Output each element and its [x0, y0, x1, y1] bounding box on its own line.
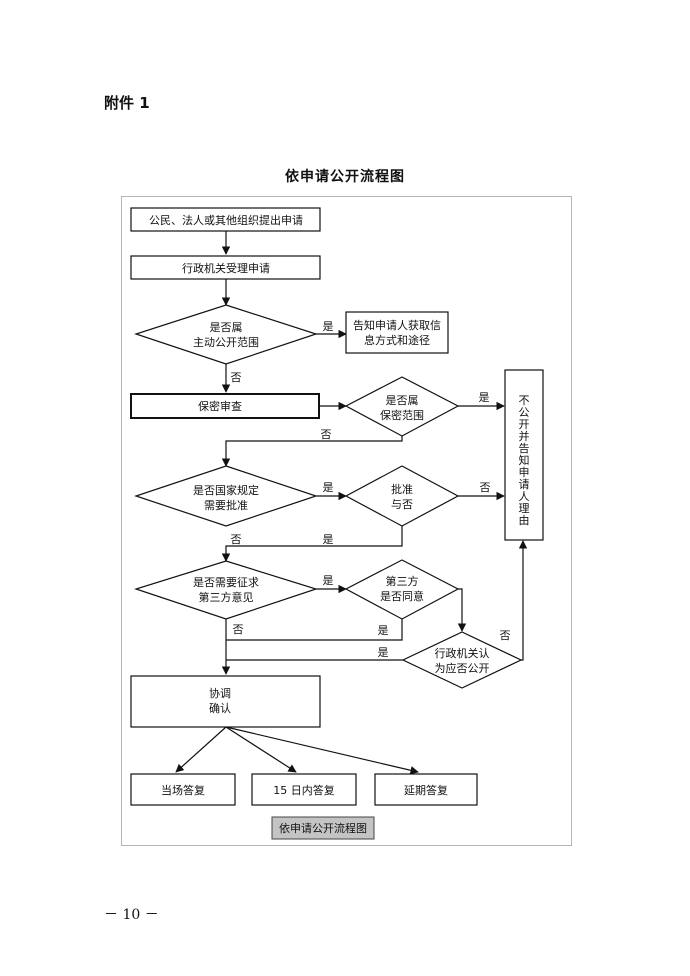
reply-15-text: 15 日内答复 — [273, 783, 335, 797]
accept-text: 行政机关受理申请 — [182, 261, 270, 275]
approve-decision — [344, 465, 460, 527]
connector — [518, 540, 528, 661]
caption-box — [271, 816, 375, 840]
inform-method-box — [345, 311, 449, 354]
agency-decide-decision — [401, 631, 523, 689]
reply-now-box — [130, 773, 236, 806]
agency-decide-text-2: 为应否公开 — [435, 661, 490, 675]
connector — [457, 588, 467, 632]
yes-label: 是 — [378, 646, 389, 659]
yes-label: 是 — [323, 320, 334, 333]
yes-label: 是 — [323, 533, 334, 546]
flowchart-title: 依申请公开流程图 — [285, 169, 405, 185]
coordinate-text-2: 确认 — [209, 702, 231, 715]
secrecy-scope-text-1: 是否属 — [386, 394, 419, 407]
reply-15-box — [251, 773, 357, 806]
attachment-label: 附件 1 — [104, 94, 150, 112]
third-party-decision — [134, 560, 318, 620]
connector — [225, 726, 297, 773]
no-label: 否 — [233, 623, 244, 636]
needs-approval-text-1: 是否国家规定 — [193, 483, 259, 497]
agency-decide-text-1: 行政机关认 — [435, 646, 490, 660]
needs-approval-text-2: 需要批准 — [204, 498, 248, 512]
third-party-text-1: 是否需要征求 — [193, 576, 259, 589]
secrecy-review-text: 保密审查 — [198, 399, 242, 413]
caption-text: 依申请公开流程图 — [279, 821, 367, 835]
connector — [175, 726, 227, 773]
proactive-text-2: 主动公开范围 — [193, 335, 259, 349]
yes-label: 是 — [323, 481, 334, 494]
third-party-text-2: 第三方意见 — [199, 590, 254, 604]
reply-later-box — [374, 773, 478, 806]
flowchart-frame — [121, 196, 572, 846]
no-label: 否 — [480, 481, 491, 494]
connector — [225, 726, 419, 775]
coordinate-box — [130, 675, 321, 728]
page-number: － 10 － — [104, 907, 159, 923]
secrecy-scope-decision — [344, 376, 460, 437]
connector — [221, 526, 403, 562]
no-label: 否 — [321, 428, 332, 441]
reply-later-text: 延期答复 — [404, 783, 448, 797]
submit-text: 公民、法人或其他组织提出申请 — [149, 213, 303, 227]
submit-box — [130, 207, 321, 232]
approval-required-decision — [134, 465, 318, 527]
no-label: 否 — [231, 533, 242, 546]
approve-text-1: 批准 — [391, 482, 413, 496]
connector — [221, 436, 403, 467]
proactive-text-1: 是否属 — [210, 321, 243, 334]
third-agree-text-2: 是否同意 — [380, 589, 424, 603]
connectors — [175, 231, 528, 775]
not-public-box — [504, 369, 544, 541]
yes-label: 是 — [323, 574, 334, 587]
inform-method-text-2: 息方式和途径 — [364, 333, 430, 347]
reply-now-text: 当场答复 — [161, 783, 205, 797]
yes-label: 是 — [378, 624, 389, 637]
third-agree-text-1: 第三方 — [386, 574, 419, 588]
not-public-text: 不公开并告知申请人理由 — [519, 394, 530, 527]
no-label: 否 — [231, 371, 242, 384]
third-party-agree-decision — [344, 559, 460, 620]
proactive-decision — [134, 304, 318, 365]
coordinate-text-1: 协调 — [209, 686, 231, 700]
approve-text-2: 与否 — [391, 498, 413, 511]
no-label: 否 — [500, 629, 511, 642]
secrecy-scope-text-2: 保密范围 — [380, 408, 424, 422]
yes-label: 是 — [479, 391, 490, 404]
inform-method-text-1: 告知申请人获取信 — [353, 318, 441, 332]
accept-box — [130, 255, 321, 280]
secrecy-review-box — [130, 393, 320, 419]
connector — [226, 619, 403, 641]
